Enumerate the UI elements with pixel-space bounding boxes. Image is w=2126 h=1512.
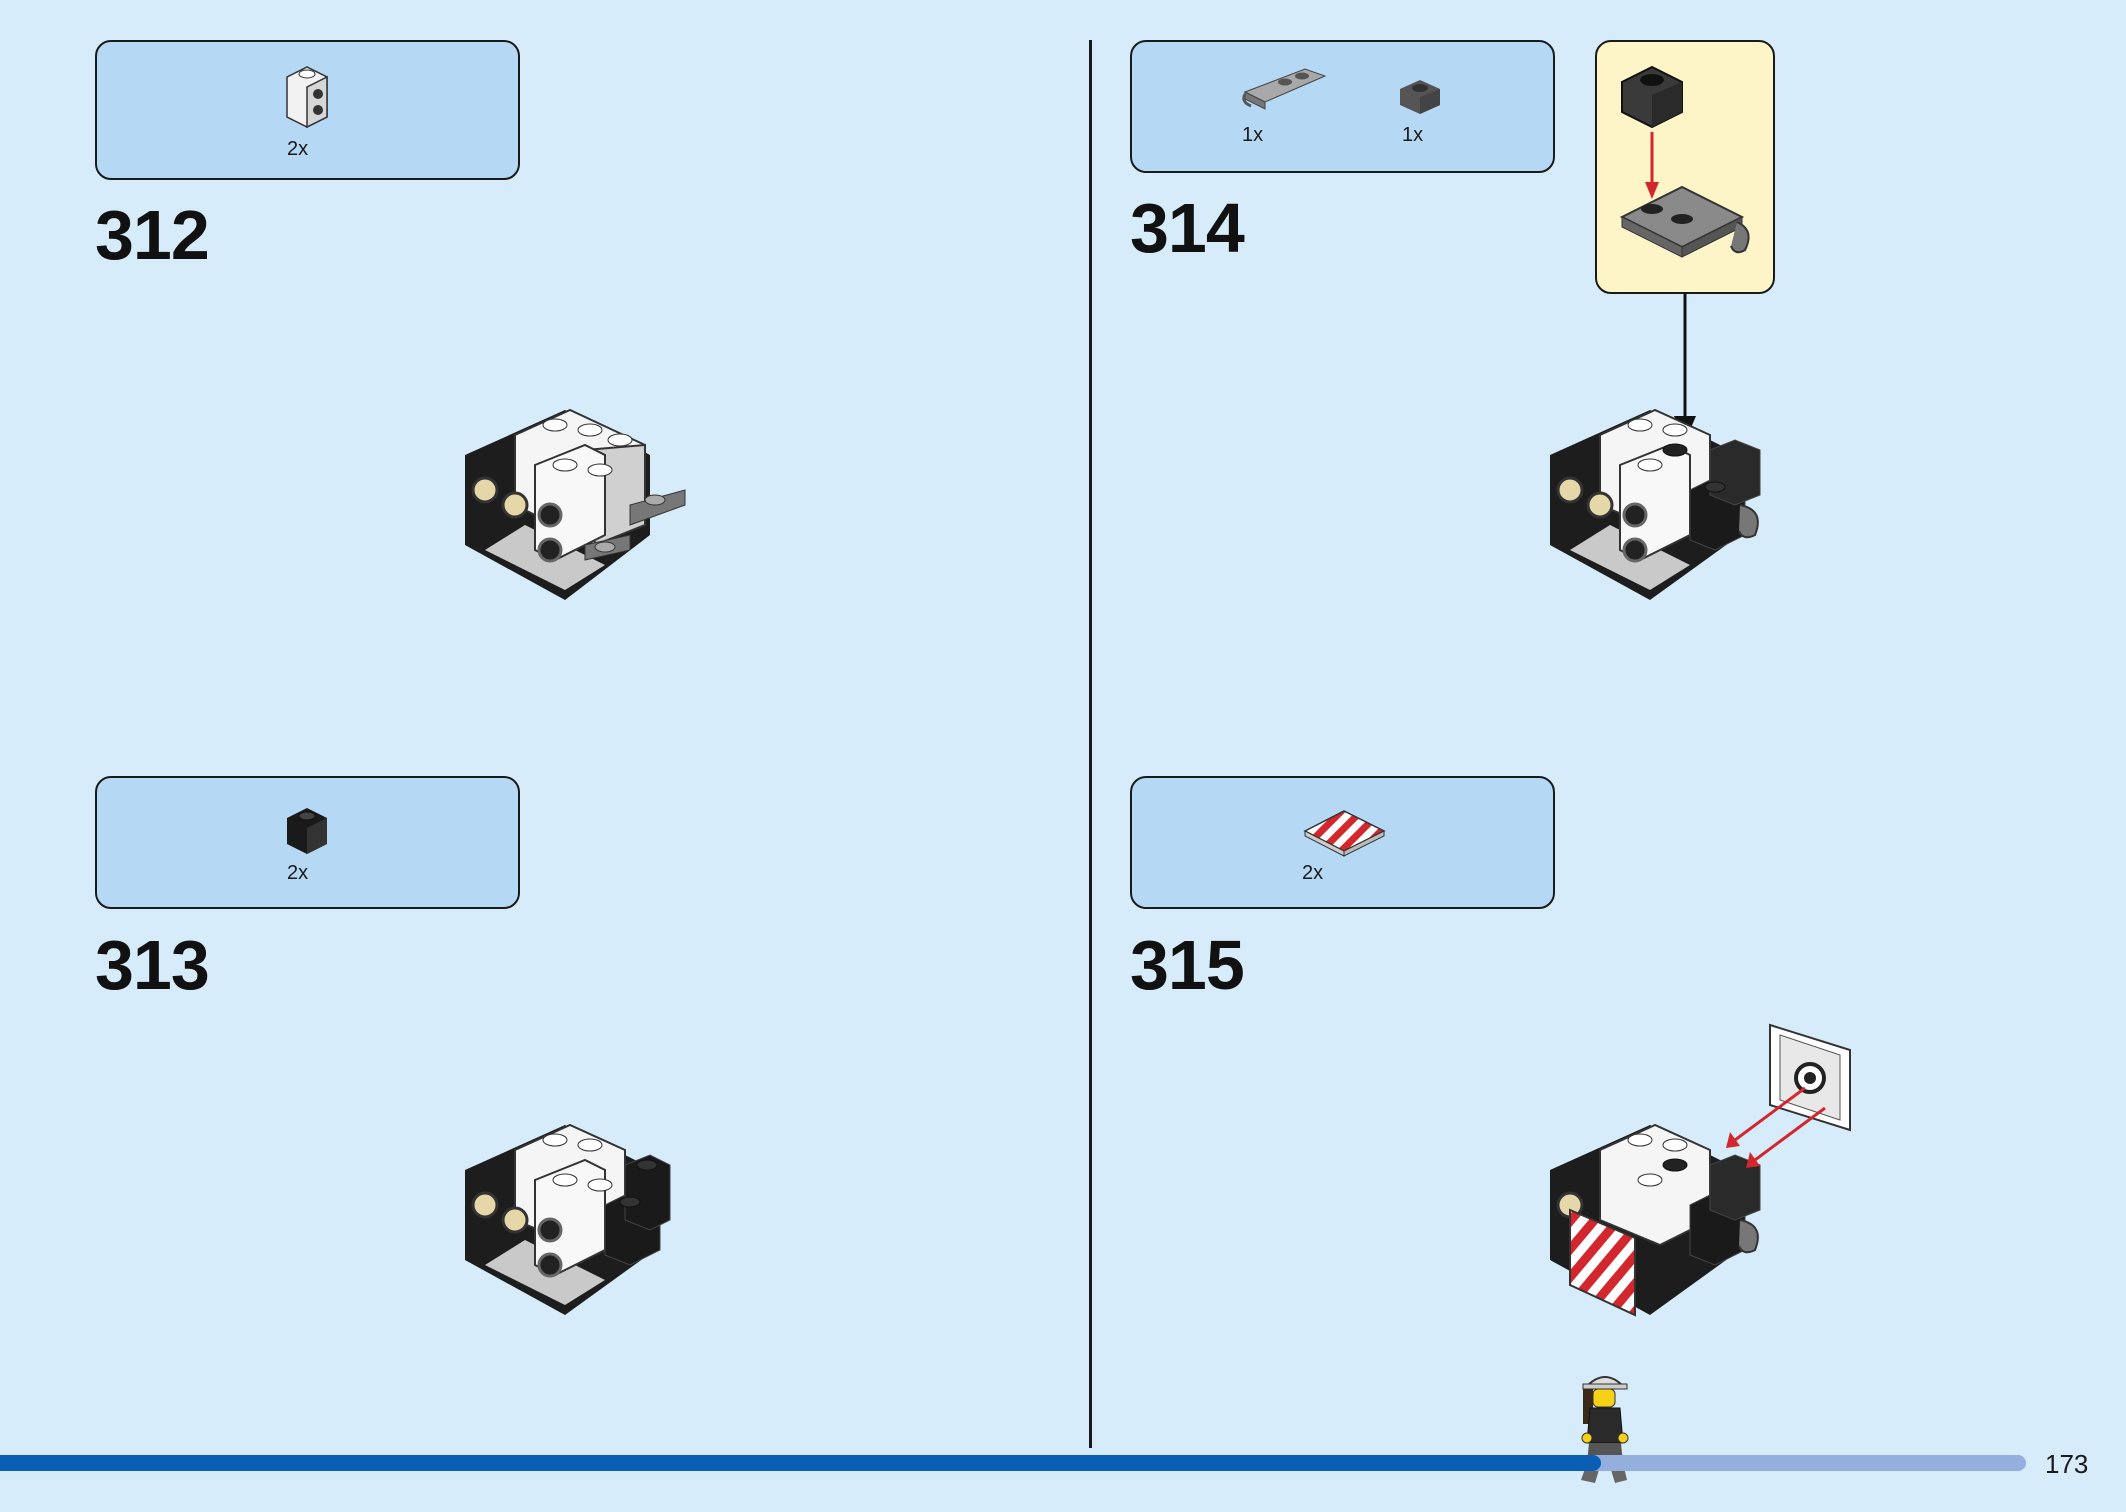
model-assembly-313 [465, 1123, 671, 1315]
model-assembly-314 [1550, 408, 1761, 600]
white-brick-1x1-side-studs-icon [286, 66, 328, 129]
black-brick-1x1-icon [287, 808, 327, 854]
parts-list-box-314: 1x 1x [1130, 40, 1555, 173]
step-number-314: 314 [1130, 189, 1245, 267]
part-qty: 2x [287, 862, 309, 884]
model-assembly-312 [465, 408, 686, 600]
parts-list-box-315: 2x [1130, 776, 1555, 909]
part-qty: 1x [1242, 124, 1264, 146]
parts-list-box-313: 2x [95, 776, 520, 909]
dark-gray-plate-1x1-icon [1400, 80, 1440, 114]
parts-list-box-312: 2x [95, 40, 520, 180]
red-white-striped-tile-icon [1303, 810, 1386, 857]
sub-assembly-diagram [1619, 65, 1750, 258]
step-number-313: 313 [95, 926, 210, 1004]
part-qty: 2x [1302, 862, 1324, 884]
page-number: 173 [2045, 1449, 2089, 1479]
gray-plate-clip-icon [1242, 68, 1327, 110]
part-qty: 1x [1402, 124, 1424, 146]
progress-bar-fill [0, 1455, 1601, 1471]
page-divider [1089, 40, 1092, 1448]
step-number-312: 312 [95, 196, 210, 274]
part-qty: 2x [287, 138, 309, 160]
step-number-315: 315 [1130, 926, 1245, 1004]
sub-assembly-callout [1595, 40, 1775, 294]
model-assembly-315 [1550, 1023, 1851, 1317]
